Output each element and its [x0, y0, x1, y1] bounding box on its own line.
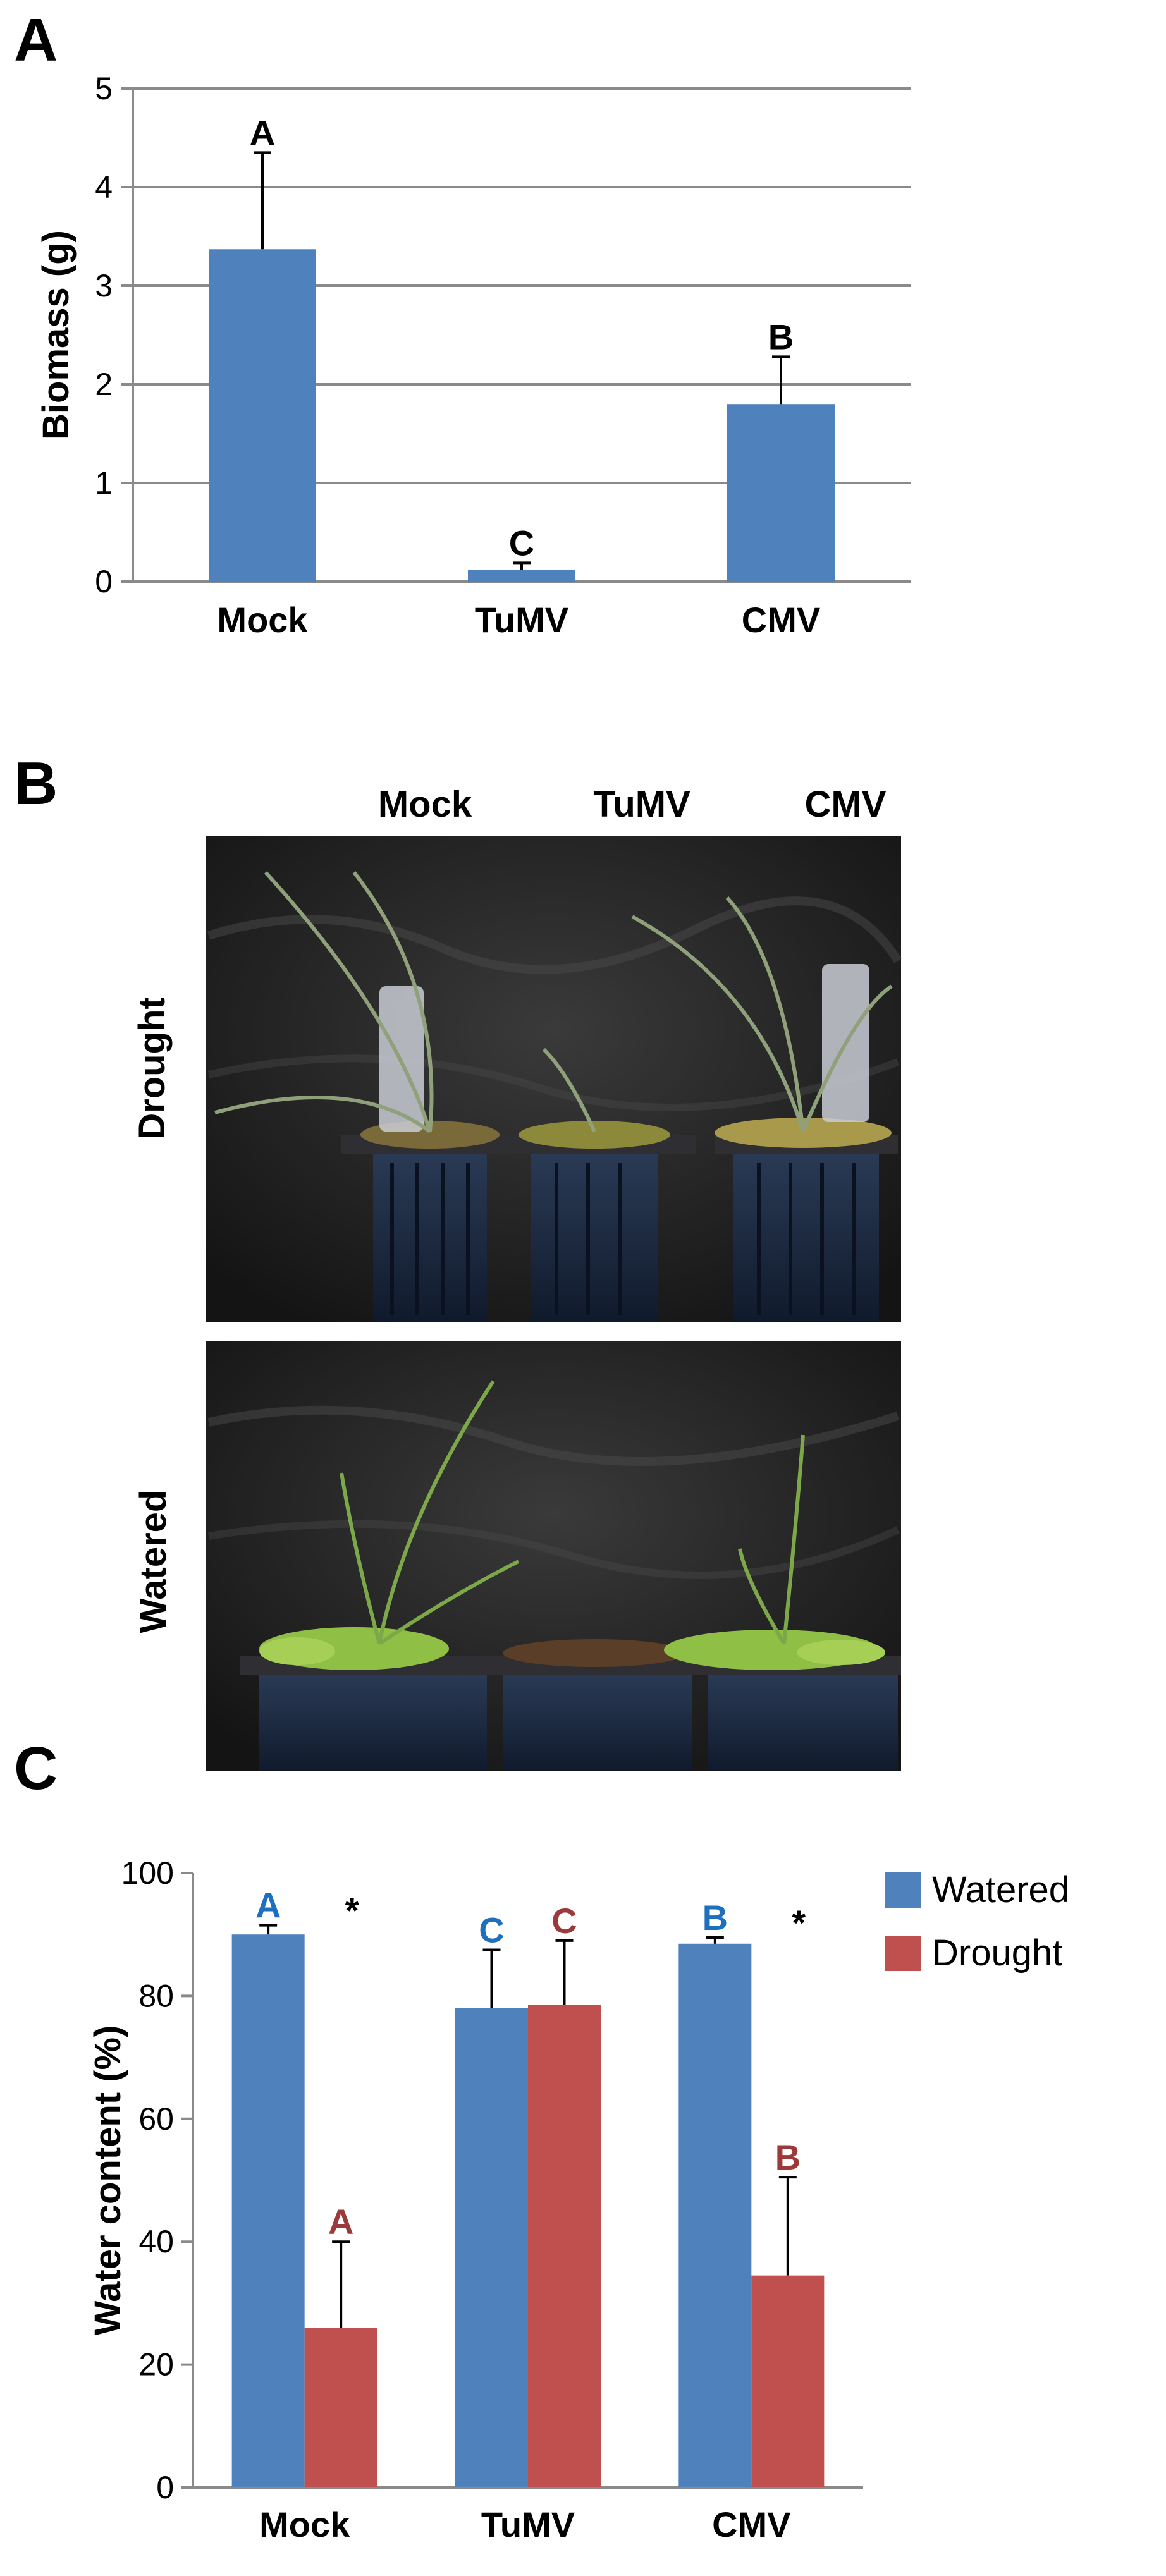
- y-tick-label: 20: [138, 2347, 174, 2383]
- x-tick-label-cmv: CMV: [712, 2505, 790, 2544]
- y-axis-title: Water content (%): [87, 2025, 128, 2336]
- panel-letter-a: A: [14, 6, 58, 74]
- y-tick-label: 40: [138, 2224, 174, 2259]
- significance-star-cmv: *: [792, 1903, 806, 1943]
- y-tick-label: 4: [95, 169, 113, 205]
- bar-watered-mock: [231, 1934, 305, 2487]
- y-tick-label: 80: [138, 1978, 174, 2013]
- significance-label-drought-mock: A: [328, 2202, 353, 2242]
- bar-cmv: [727, 404, 835, 582]
- significance-label-watered-tumv: C: [479, 1910, 504, 1950]
- bar-tumv: [468, 570, 575, 582]
- panel-letter-b: B: [14, 750, 58, 817]
- drought-photo: [206, 836, 902, 1322]
- y-axis-title: Biomass (g): [35, 230, 77, 440]
- significance-label-watered-cmv: B: [703, 1898, 728, 1938]
- x-tick-label-mock: Mock: [259, 2505, 350, 2544]
- significance-label-drought-cmv: B: [775, 2137, 801, 2177]
- bar-drought-tumv: [528, 2005, 601, 2487]
- x-tick-label-mock: Mock: [217, 600, 308, 640]
- y-tick-label: 100: [121, 1855, 174, 1891]
- y-tick-label: 0: [156, 2470, 174, 2505]
- bar-drought-mock: [304, 2328, 377, 2487]
- x-tick-label-tumv: TuMV: [481, 2505, 575, 2544]
- watered-photo: [206, 1341, 901, 1771]
- photo-column-cmv: CMV: [805, 784, 887, 825]
- x-tick-label-cmv: CMV: [742, 600, 820, 640]
- x-tick-label-tumv: TuMV: [475, 600, 568, 640]
- y-tick-label: 1: [95, 465, 113, 501]
- bar-mock: [209, 249, 316, 582]
- photo-row-watered: Watered: [133, 1490, 174, 1633]
- y-tick-label: 5: [95, 71, 113, 106]
- y-tick-label: 3: [95, 268, 113, 303]
- y-tick-label: 0: [95, 564, 113, 599]
- bar-watered-cmv: [678, 1943, 752, 2487]
- plant-photos: Mock TuMV CMV Drought Watered: [132, 784, 902, 1771]
- y-tick-label: 2: [95, 367, 113, 402]
- significance-label-drought-tumv: C: [551, 1901, 577, 1941]
- photo-column-mock: Mock: [378, 784, 472, 825]
- significance-label-mock: A: [250, 113, 275, 152]
- legend-swatch-drought: [885, 1936, 921, 1971]
- bar-watered-tumv: [455, 2008, 528, 2487]
- biomass-chart: 0 1 2 3 4 5A Mock C TuMV B CMV Biomass (g): [35, 71, 911, 640]
- legend-label-watered: Watered: [932, 1869, 1069, 1910]
- bar-drought-cmv: [751, 2275, 825, 2487]
- legend-swatch-watered: [885, 1872, 921, 1908]
- y-tick-label: 60: [138, 2101, 174, 2137]
- panel-letter-c: C: [14, 1735, 58, 1802]
- significance-label-watered-mock: A: [255, 1886, 281, 1926]
- photo-column-tumv: TuMV: [593, 784, 690, 825]
- significance-label-cmv: B: [768, 317, 794, 357]
- photo-row-drought: Drought: [132, 997, 173, 1140]
- significance-star-mock: *: [345, 1891, 359, 1931]
- significance-label-tumv: C: [509, 523, 534, 563]
- legend-label-drought: Drought: [932, 1932, 1062, 1974]
